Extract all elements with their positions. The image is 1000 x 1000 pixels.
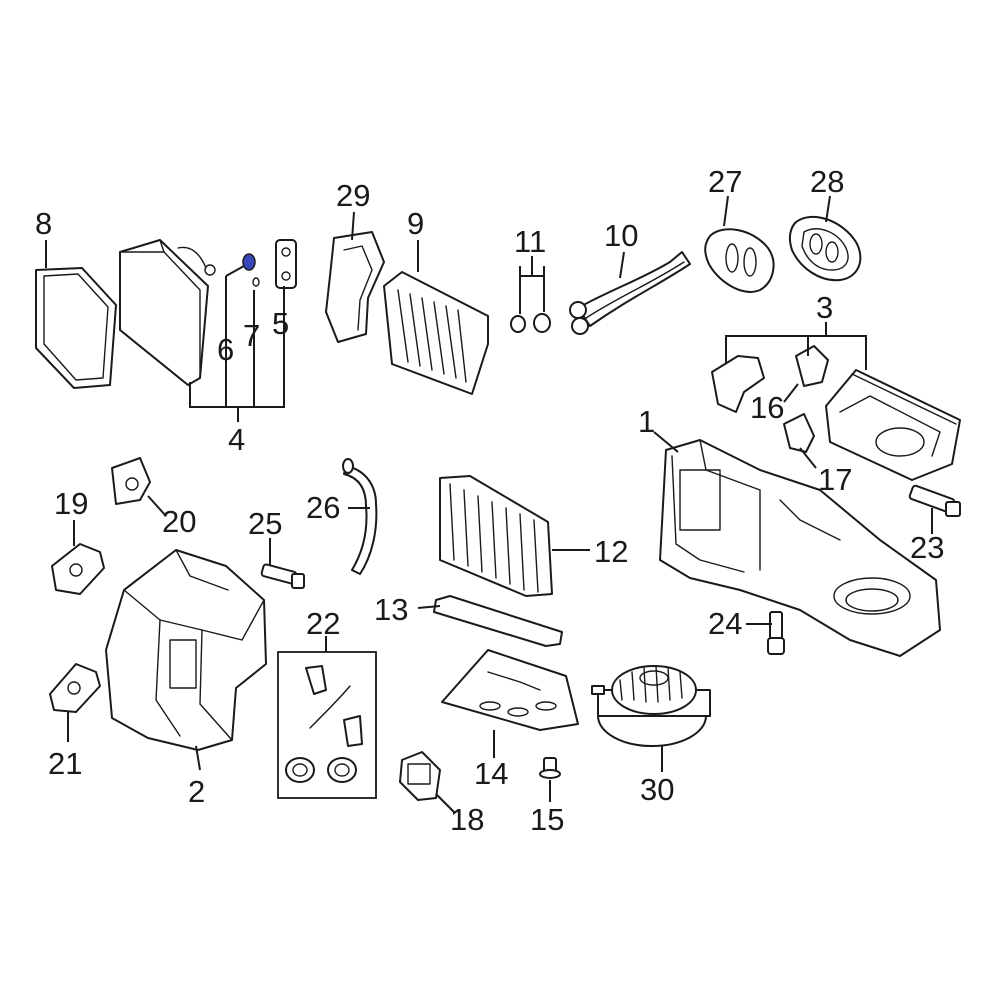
callout-26: 26: [306, 490, 340, 525]
callout-28: 28: [810, 164, 844, 199]
part-17-actuator: [783, 413, 815, 453]
part-20-actuator: [111, 457, 151, 505]
part-28-seal: [788, 215, 862, 282]
callout-21: 21: [48, 746, 82, 781]
callout-13: 13: [374, 592, 408, 627]
callout-12: 12: [594, 534, 628, 569]
leader-lines: [45, 195, 933, 813]
callout-29: 29: [336, 178, 370, 213]
callout-18: 18: [450, 802, 484, 837]
callout-30: 30: [640, 772, 674, 807]
callout-24: 24: [708, 606, 742, 641]
part-8-filter: [35, 267, 117, 389]
part-21-actuator: [49, 663, 101, 713]
callout-1: 1: [638, 404, 655, 439]
part-6-o-ring-highlighted: [242, 253, 256, 271]
callout-23: 23: [910, 530, 944, 565]
part-13-cover: [433, 595, 563, 647]
callout-10: 10: [604, 218, 638, 253]
part-11-clamps: [510, 313, 551, 333]
callout-2: 2: [188, 774, 205, 809]
callout-17: 17: [818, 462, 852, 497]
part-25-sensor: [260, 563, 305, 589]
callout-11: 11: [514, 224, 546, 259]
part-30-blower-motor: [591, 665, 711, 747]
part-27-seal: [704, 228, 775, 293]
part-26-drain-hose: [342, 458, 378, 575]
part-3-group: [711, 345, 961, 481]
part-9-heater-core: [383, 271, 489, 395]
callout-20: 20: [162, 504, 196, 539]
callout-labels: 8 6 7 5 4 29 9 11 10 27 28 3 16 1 17 23 …: [35, 164, 944, 837]
callout-6: 6: [217, 332, 234, 367]
part-2-heater-housing: [105, 549, 267, 751]
part-18-resistor: [399, 751, 441, 801]
callout-16: 16: [750, 390, 784, 425]
part-22-kit: [277, 651, 377, 799]
callout-9: 9: [407, 206, 424, 241]
part-14-lower-cover: [441, 649, 579, 731]
part-29-duct: [325, 231, 385, 343]
callout-25: 25: [248, 506, 282, 541]
part-7-o-ring: [252, 277, 260, 287]
callout-3: 3: [816, 290, 833, 325]
part-24-sensor: [767, 611, 785, 655]
callout-5: 5: [272, 306, 289, 341]
part-19-actuator: [51, 543, 105, 595]
part-23-sensor: [908, 484, 961, 517]
callout-7: 7: [243, 318, 260, 353]
callout-22: 22: [306, 606, 340, 641]
part-10-heater-pipes: [569, 251, 691, 335]
callout-14: 14: [474, 756, 508, 791]
callout-4: 4: [228, 422, 245, 457]
part-4-evaporator: [119, 239, 216, 386]
part-12-filter: [439, 475, 553, 597]
part-1-housing: [659, 439, 941, 657]
callout-19: 19: [54, 486, 88, 521]
part-15-fastener: [539, 757, 561, 779]
part-5-expansion-valve: [275, 239, 297, 289]
callout-8: 8: [35, 206, 52, 241]
callout-27: 27: [708, 164, 742, 199]
callout-15: 15: [530, 802, 564, 837]
